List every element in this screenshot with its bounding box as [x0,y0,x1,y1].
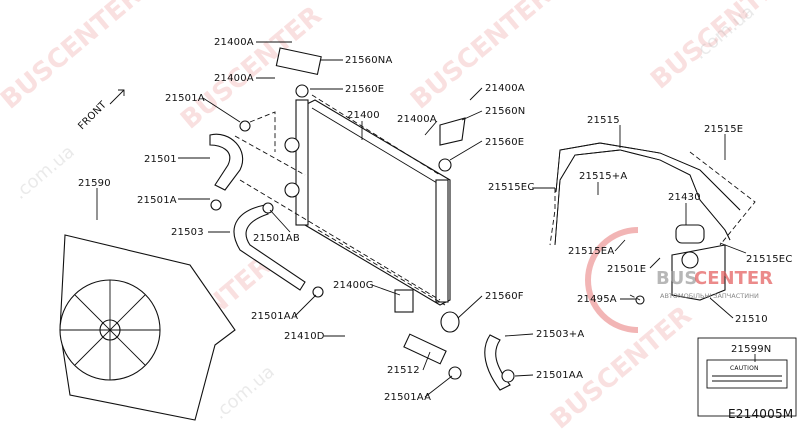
part-label: 21515EC [488,182,535,193]
logo-tagline: АВТОМОБІЛЬНІ ЗАПЧАСТИНИ [660,292,759,300]
part-label: 21512 [387,365,420,376]
part-label: 21501A [165,93,205,104]
caution-label-box: CAUTION [697,337,797,417]
part-label: 21501AB [253,233,300,244]
part-label: 21560E [345,84,384,95]
part-label: 21501 [144,154,177,165]
part-label: 21400A [397,114,437,125]
small-parts [210,47,645,383]
part-label: 21501E [607,264,646,275]
guide-lines [234,94,756,306]
part-label: 21590 [78,178,111,189]
part-label: 21560F [485,291,524,302]
part-label: 21410D [284,331,325,342]
part-label: 21503 [171,227,204,238]
part-label: 21560NA [345,55,393,66]
leader-lines [96,41,756,398]
watermark-domain: .com.ua [210,361,279,424]
part-label: 21495A [577,294,617,305]
watermark-text: BUSCENTER [405,0,557,115]
logo-brand-a: BUS [656,268,697,289]
part-label: 21515 [587,115,620,126]
part-label: 21515+A [579,171,627,182]
part-label: 21400 [347,110,380,121]
logo-brand-b: CENTER [694,268,773,289]
part-label: 21510 [735,314,768,325]
watermark-domain: .com.ua [10,141,79,204]
part-label: 21501AA [536,370,583,381]
diagram-code: E214005M [728,407,793,421]
part-labels: 21400A 21560NA 21400A 21560E 21501A 2140… [78,37,793,421]
part-label: 21515E [704,124,743,135]
watermark-text: BUSCENTER [0,0,148,115]
part-label: 21560E [485,137,524,148]
part-label: 21599N [731,344,772,355]
part-label: 21400A [485,83,525,94]
part-label: 21501AA [384,392,431,403]
part-label: 21430 [668,192,701,203]
part-label: 21560N [485,106,526,117]
fan-shroud [59,234,236,421]
buscenter-logo: BUS CENTER АВТОМОБІЛЬНІ ЗАПЧАСТИНИ [585,227,773,333]
front-label: FRONT [76,99,109,132]
part-label: 21503+A [536,329,584,340]
front-arrow-icon: FRONT [76,89,125,132]
part-label: 21501AA [251,311,298,322]
part-label: 21501A [137,195,177,206]
radiator [284,99,451,306]
part-label: 21400A [214,37,254,48]
part-label: 21400G [333,280,374,291]
part-label: 21400A [214,73,254,84]
reservoir-tank [671,224,726,301]
part-label: 21515EC [746,254,793,265]
watermark-text: BUSCENTER [545,301,697,432]
caution-text: CAUTION [730,365,759,372]
part-label: 21515EA [568,246,614,257]
